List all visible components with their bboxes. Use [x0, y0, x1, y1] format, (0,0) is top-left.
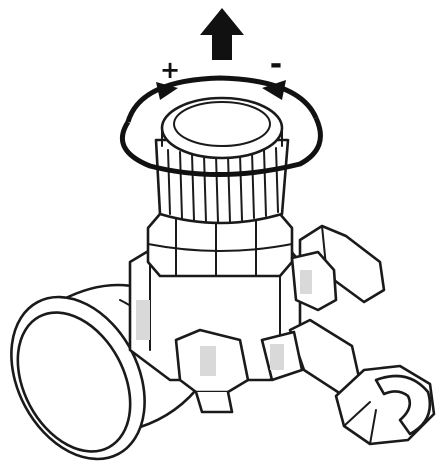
- rotation-ring-front: [119, 116, 323, 178]
- rotate-arrows-icon: [125, 75, 319, 123]
- adjustment-knob: [154, 96, 290, 225]
- regulator-body: [128, 212, 302, 414]
- up-arrow-icon: [200, 8, 244, 60]
- minus-label: -: [270, 47, 282, 82]
- hose-coupling: [334, 364, 436, 446]
- plus-label: +: [160, 56, 180, 84]
- ball-valve-handle: [290, 224, 386, 312]
